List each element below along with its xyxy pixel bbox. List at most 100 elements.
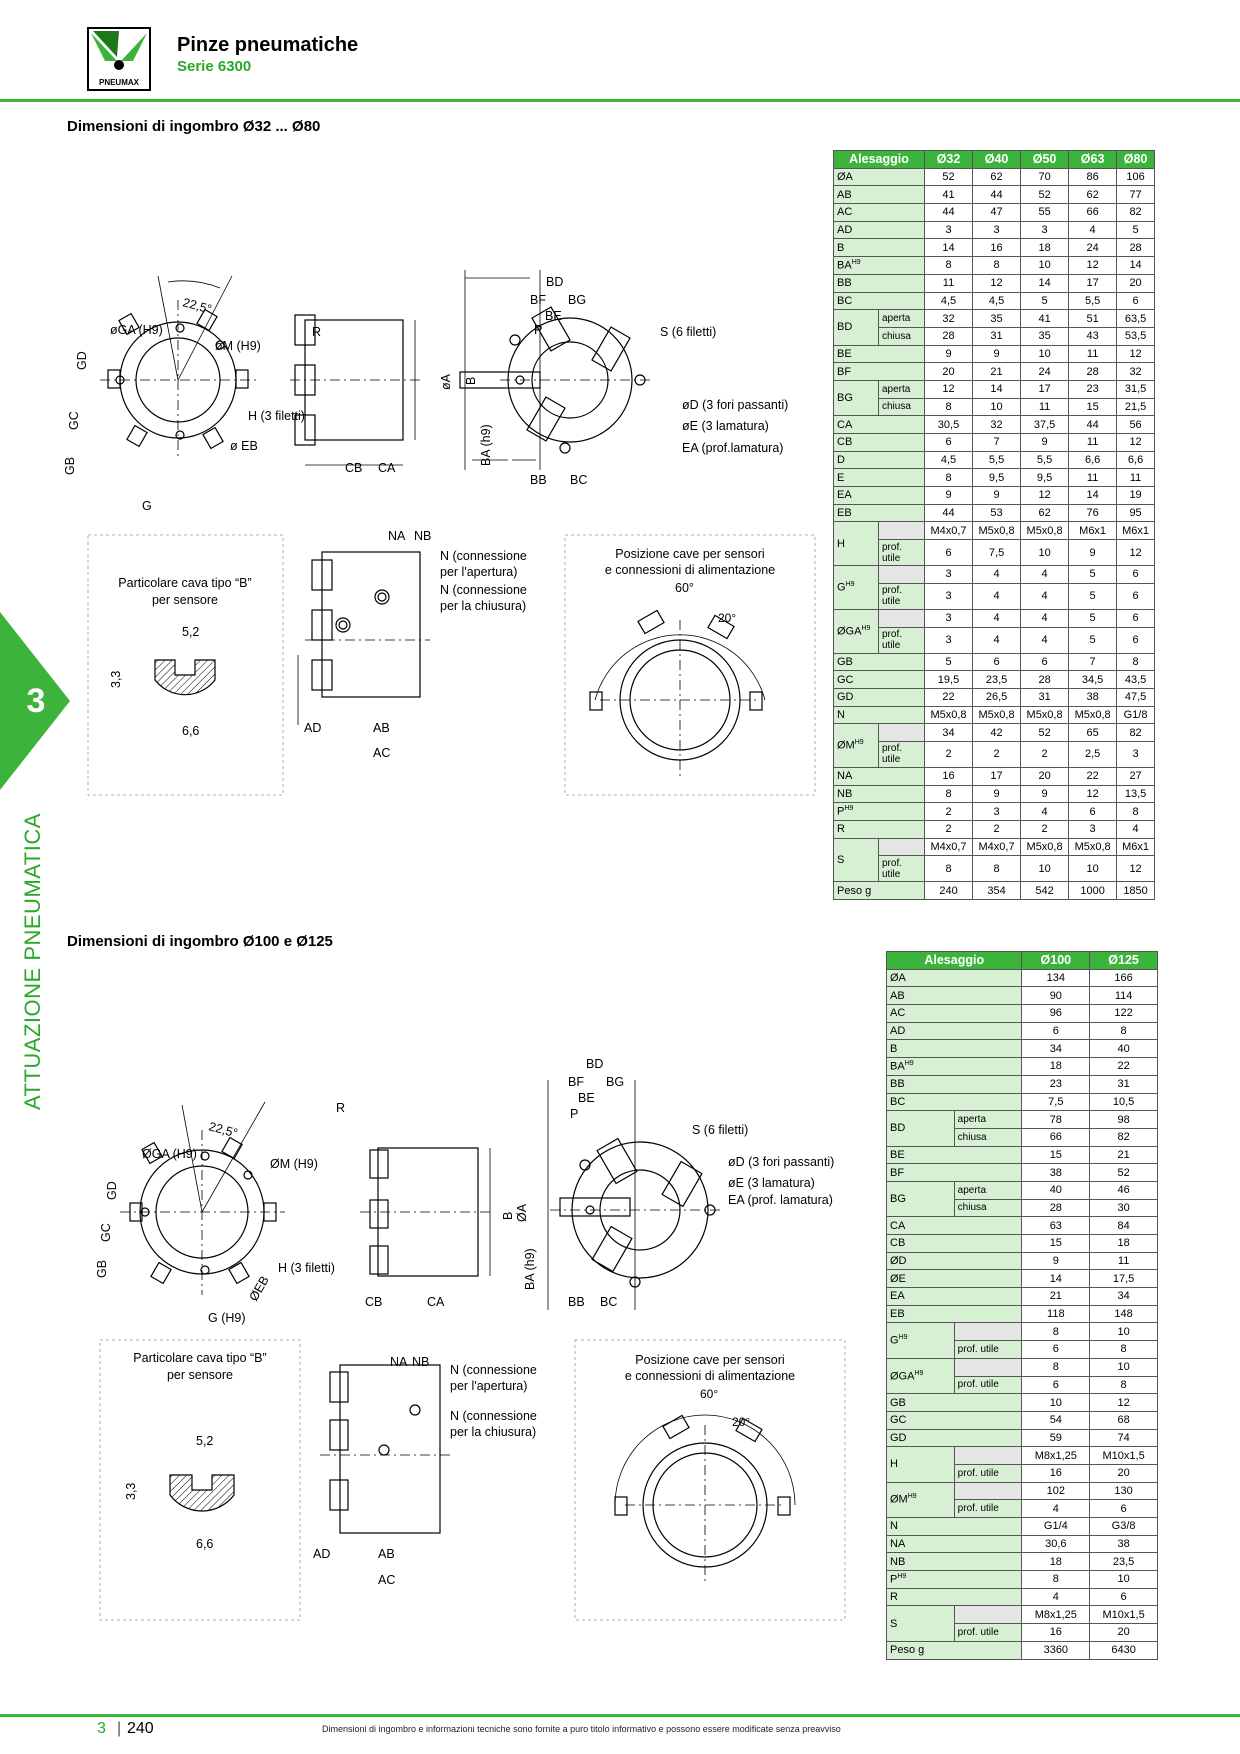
row-sublabel xyxy=(953,1446,1023,1465)
dim-s: S (6 filetti) xyxy=(692,1123,748,1137)
table-cell: 12 xyxy=(1116,855,1155,883)
table-cell: M8x1,25 xyxy=(1021,1446,1091,1465)
row-label: ØMH9 xyxy=(886,1481,955,1519)
detail-title-line1: Particolare cava tipo “B” xyxy=(133,1351,266,1365)
table-cell: 28 xyxy=(923,326,974,346)
table-cell: 10 xyxy=(1020,539,1070,567)
tolerance-sup: H9 xyxy=(861,624,871,632)
row-label: BG xyxy=(833,379,879,417)
table-cell: 6 xyxy=(1021,1340,1091,1359)
table-cell: 354 xyxy=(972,881,1022,901)
table-cell: 11 xyxy=(1068,433,1118,452)
table-cell: 6 xyxy=(1020,652,1070,672)
dim-eb: ø EB xyxy=(230,439,258,453)
table-cell: 16 xyxy=(1021,1463,1091,1483)
table-cell: 5,5 xyxy=(972,450,1022,470)
table-cell: 11 xyxy=(1020,397,1070,417)
table-cell: 4 xyxy=(1020,582,1070,610)
row-label: BE xyxy=(833,344,925,364)
dim-p: P xyxy=(534,323,542,337)
row-label: S xyxy=(886,1605,955,1642)
table-cell: 28 xyxy=(1021,1198,1091,1218)
table-cell: 17 xyxy=(1068,273,1118,293)
table-cell: 134 xyxy=(1021,968,1091,988)
table-cell: 21 xyxy=(972,362,1022,381)
table-cell: 6 xyxy=(1021,1375,1091,1395)
table-cell: 14 xyxy=(1021,1269,1091,1289)
table-cell: 3 xyxy=(923,220,974,240)
n-close-line2: per la chiusura) xyxy=(440,599,526,613)
tolerance-sup: H9 xyxy=(914,1369,924,1377)
dim-a: ØA xyxy=(515,1203,529,1222)
row-label: GB xyxy=(885,1393,1023,1412)
table-cell: 14 xyxy=(923,238,974,258)
dim-m: øM (H9) xyxy=(215,339,261,353)
table-cell: 6 xyxy=(1068,802,1118,821)
row-sublabel: aperta xyxy=(878,309,925,328)
table-cell: 2 xyxy=(972,820,1022,839)
table-cell: G1/8 xyxy=(1116,705,1155,725)
table-cell: 7,5 xyxy=(972,539,1022,567)
table-cell: 41 xyxy=(923,185,974,205)
table-cell: 34,5 xyxy=(1068,670,1118,689)
row-label: R xyxy=(885,1587,1023,1607)
dim-cb: CB xyxy=(365,1295,382,1309)
table-cell: 23,5 xyxy=(972,670,1022,689)
page-number: 240 xyxy=(127,1720,154,1737)
table-cell: 9,5 xyxy=(1020,468,1070,488)
table-cell: M10x1,5 xyxy=(1089,1605,1158,1625)
row-label: PH9 xyxy=(833,802,925,821)
table-cell: 1000 xyxy=(1068,881,1118,901)
n-open-line1: N (connessione xyxy=(440,549,527,563)
table-cell: 4 xyxy=(1020,565,1070,584)
table-cell: 20 xyxy=(1020,766,1070,786)
dim-r: R xyxy=(312,325,321,339)
table-cell: 31 xyxy=(972,326,1022,346)
table-cell: 32 xyxy=(1116,362,1155,381)
row-sublabel: prof. utile xyxy=(953,1463,1023,1483)
table-cell: M8x1,25 xyxy=(1021,1605,1091,1625)
dim-gd: GD xyxy=(105,1181,119,1200)
table-cell: 86 xyxy=(1068,167,1118,187)
table-cell: 8 xyxy=(923,468,974,488)
row-sublabel: prof. utile xyxy=(953,1375,1023,1395)
table-cell: 6 xyxy=(1116,582,1155,610)
table-cell: 22 xyxy=(1068,766,1118,786)
table-cell: 22 xyxy=(923,687,974,707)
footer-disclaimer: Dimensioni di ingombro e informazioni te… xyxy=(322,1724,841,1734)
table-cell: 6 xyxy=(1089,1587,1158,1607)
table-cell: M4x0,7 xyxy=(923,521,974,541)
table-cell: 102 xyxy=(1021,1481,1091,1501)
row-label: EB xyxy=(885,1304,1023,1324)
table-cell: 166 xyxy=(1089,968,1158,988)
table-cell: 4 xyxy=(972,582,1022,610)
n-close-line1: N (connessione xyxy=(440,583,527,597)
table-cell: 17 xyxy=(1020,379,1070,399)
table-cell: G1/4 xyxy=(1021,1517,1091,1536)
tolerance-sup: H9 xyxy=(854,739,864,747)
table-cell: 8 xyxy=(1021,1570,1091,1589)
table-cell: 19,5 xyxy=(923,670,974,689)
row-sublabel xyxy=(953,1322,1023,1342)
table-cell: 11 xyxy=(1116,468,1155,488)
row-sublabel: chiusa xyxy=(878,326,925,346)
dim-d: øD (3 fori passanti) xyxy=(682,398,788,412)
table-cell: 10 xyxy=(1020,855,1070,883)
table-cell: 14 xyxy=(972,379,1022,399)
table-cell: 30,5 xyxy=(923,415,974,434)
table-cell: 240 xyxy=(923,881,974,901)
table-cell: 32 xyxy=(923,309,974,328)
